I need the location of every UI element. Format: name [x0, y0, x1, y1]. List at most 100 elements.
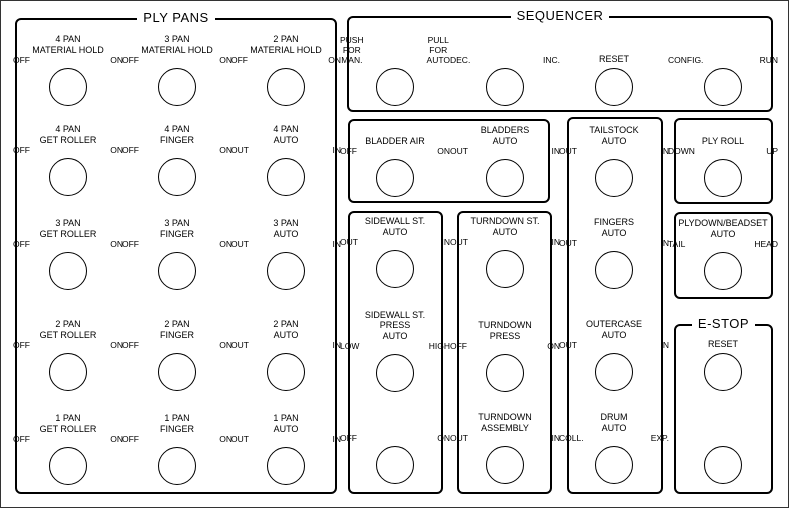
position-left-label: OUT: [450, 433, 468, 443]
selector-knob[interactable]: [376, 354, 414, 392]
position-right-label: HEAD: [754, 239, 778, 249]
control-label-line: GET ROLLER: [39, 329, 97, 340]
control-label-line: RESET: [598, 53, 629, 64]
position-right-label: IN: [551, 237, 561, 247]
control-label-line: GET ROLLER: [39, 228, 97, 239]
control-label-line: AUTO: [492, 135, 518, 146]
selector-knob[interactable]: [595, 251, 633, 289]
control-label-line: GET ROLLER: [39, 423, 97, 434]
position-right-label: ON: [219, 434, 232, 444]
position-right-label: ON: [437, 146, 450, 156]
selector-knob[interactable]: [486, 354, 524, 392]
selector-knob[interactable]: [376, 250, 414, 288]
selector-knob[interactable]: [49, 252, 87, 290]
selector-knob[interactable]: [158, 447, 196, 485]
position-right-label: ON: [437, 433, 450, 443]
selector-knob[interactable]: [486, 446, 524, 484]
position-left-label: OFF: [122, 239, 139, 249]
control-label-line: PLYDOWN/BEADSET: [678, 218, 768, 228]
selector-knob[interactable]: [158, 158, 196, 196]
control-label-line: AUTO: [273, 134, 299, 145]
position-right-label: IN: [332, 434, 342, 444]
selector-knob[interactable]: [158, 68, 196, 106]
position-left-label: OUT: [450, 146, 468, 156]
position-left-label: OUT: [559, 340, 577, 350]
selector-knob[interactable]: [595, 68, 633, 106]
control-label-line: AUTO: [601, 135, 627, 146]
selector-knob[interactable]: [49, 353, 87, 391]
position-left-label: OUT: [231, 239, 249, 249]
selector-knob[interactable]: [49, 158, 87, 196]
position-left-label: OFF: [13, 55, 30, 65]
sidewall-group: [348, 211, 443, 494]
selector-knob[interactable]: [49, 447, 87, 485]
position-right-label: ON: [219, 55, 232, 65]
control-label-line: TAILSTOCK: [589, 125, 639, 135]
control-label-line: FINGER: [159, 423, 194, 434]
position-left-label: OFF: [13, 340, 30, 350]
selector-knob[interactable]: [376, 159, 414, 197]
tailstock-group: [567, 117, 663, 494]
estop-title: E-STOP: [691, 316, 756, 331]
position-right-label: IN: [332, 145, 342, 155]
control-label: PLY ROLL: [668, 136, 778, 147]
position-left-label: OFF: [122, 55, 139, 65]
ply-roll-group: [674, 118, 773, 204]
position-right-label: IN: [332, 239, 342, 249]
control-label-line: AUTO: [601, 227, 627, 238]
selector-knob[interactable]: [704, 159, 742, 197]
control-label-line: 1 PAN: [55, 413, 81, 423]
selector-knob[interactable]: [704, 446, 742, 484]
control-label-line: AUTO: [382, 226, 408, 237]
position-left-label: COLL.: [559, 433, 584, 443]
sequencer-title: SEQUENCER: [510, 8, 610, 23]
position-left-label: OUT: [231, 145, 249, 155]
position-right-label: IN: [551, 146, 561, 156]
control-label-line: GET ROLLER: [39, 134, 97, 145]
position-left-label: OUT: [559, 238, 577, 248]
selector-knob[interactable]: [267, 68, 305, 106]
selector-knob[interactable]: [267, 353, 305, 391]
control-label-line: RESET: [707, 338, 738, 349]
selector-knob[interactable]: [49, 68, 87, 106]
position-left-label: TAIL: [668, 239, 686, 249]
selector-knob[interactable]: [376, 446, 414, 484]
selector-knob[interactable]: [267, 252, 305, 290]
selector-knob[interactable]: [267, 158, 305, 196]
selector-knob[interactable]: [376, 68, 414, 106]
selector-knob[interactable]: [704, 353, 742, 391]
selector-knob[interactable]: [704, 252, 742, 290]
selector-knob[interactable]: [595, 446, 633, 484]
selector-knob[interactable]: [158, 252, 196, 290]
control-label-line: MATERIAL HOLD: [141, 44, 213, 55]
selector-knob[interactable]: [704, 68, 742, 106]
position-left-label: OUT: [340, 237, 358, 247]
position-right-label: ON: [219, 145, 232, 155]
control-label-line: OUTERCASE: [585, 319, 642, 329]
position-right-label: UP: [766, 146, 778, 156]
selector-knob[interactable]: [486, 68, 524, 106]
position-left-label: OFF: [340, 146, 357, 156]
selector-knob[interactable]: [158, 353, 196, 391]
selector-knob[interactable]: [595, 159, 633, 197]
control-label-line: 3 PAN: [273, 218, 299, 228]
selector-knob[interactable]: [486, 250, 524, 288]
position-right-label: IN: [551, 433, 561, 443]
selector-knob[interactable]: [486, 159, 524, 197]
position-left-label: OFF: [231, 55, 248, 65]
selector-knob[interactable]: [595, 353, 633, 391]
control-label-line: 2 PAN: [164, 319, 190, 329]
selector-knob[interactable]: [267, 447, 305, 485]
control-label: BLADDER AIR: [340, 136, 450, 147]
